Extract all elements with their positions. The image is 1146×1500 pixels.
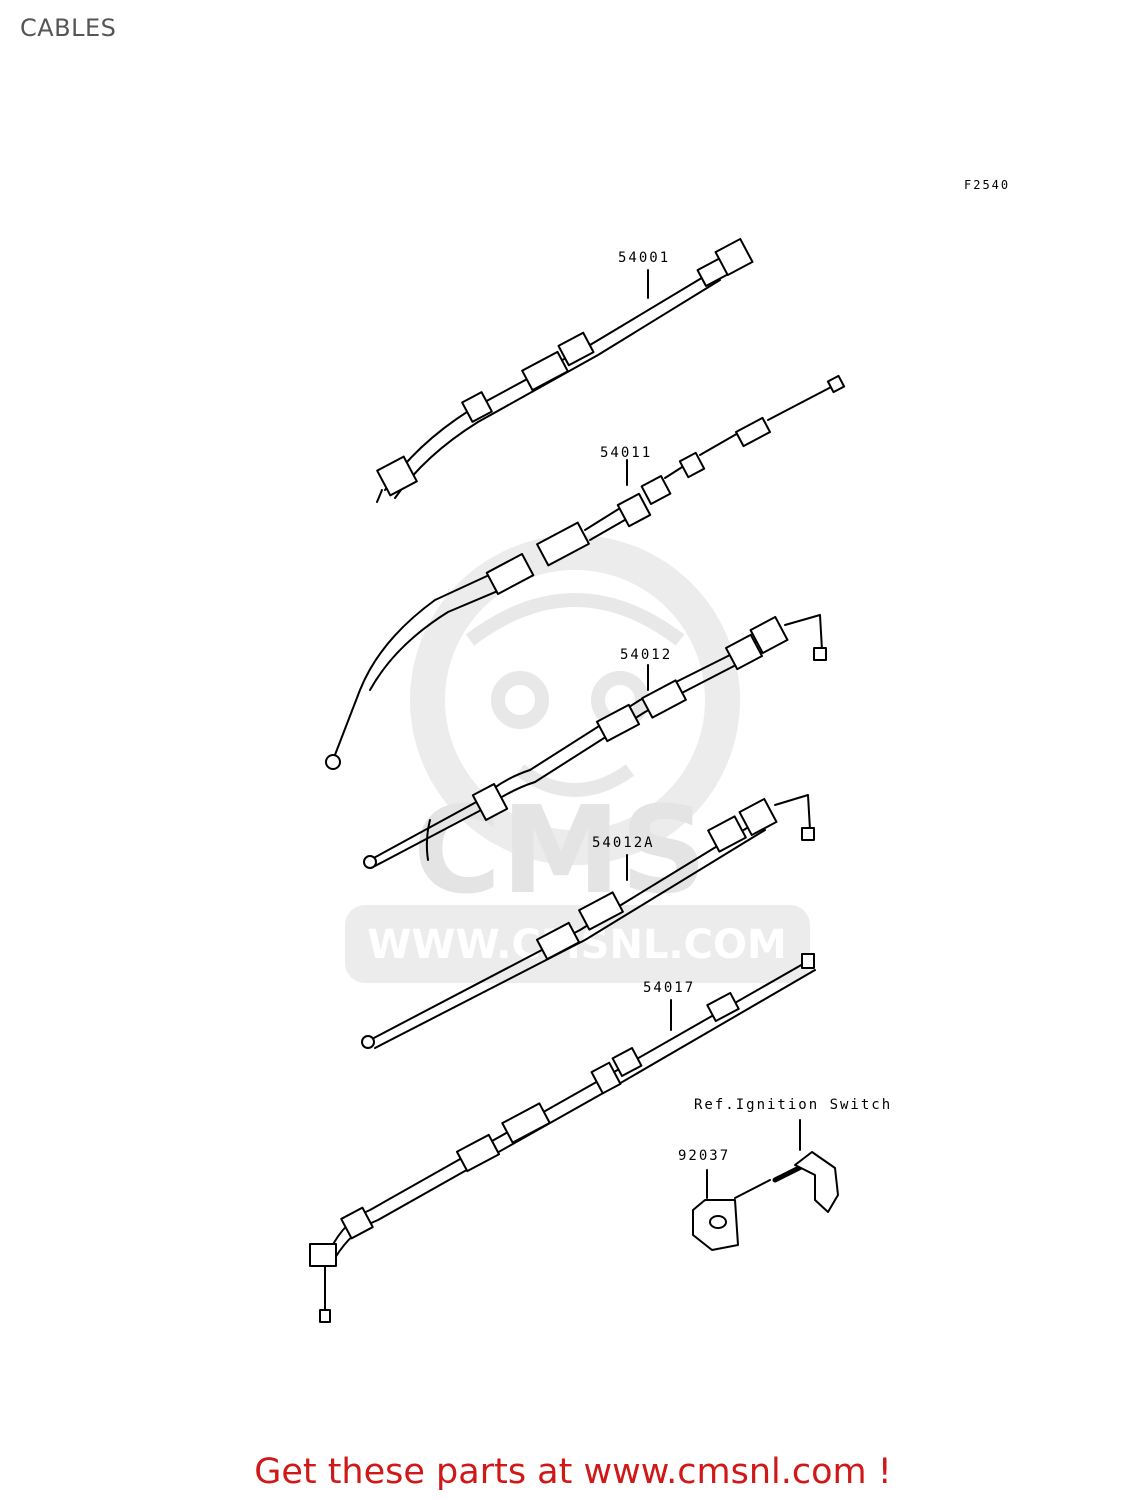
clamp-92037 xyxy=(692,1119,839,1251)
promo-link[interactable]: Get these parts at www.cmsnl.com ! xyxy=(254,1452,892,1492)
cable-54012A xyxy=(361,794,815,1049)
cable-54011 xyxy=(325,374,846,770)
part-label-54012A[interactable]: 54012A xyxy=(592,835,655,851)
part-label-54012[interactable]: 54012 xyxy=(620,647,673,663)
page-title: CABLES xyxy=(20,14,117,42)
cable-54012 xyxy=(363,614,827,869)
watermark-logo-text: CMS xyxy=(413,782,707,921)
reference-note: Ref.Ignition Switch xyxy=(694,1097,893,1113)
figure-code: F2540 xyxy=(964,178,1011,192)
cable-54001 xyxy=(376,237,754,503)
part-label-92037[interactable]: 92037 xyxy=(678,1148,731,1164)
part-label-54011[interactable]: 54011 xyxy=(600,445,653,461)
part-label-54017[interactable]: 54017 xyxy=(643,980,696,996)
cable-54017 xyxy=(309,953,816,1323)
part-label-54001[interactable]: 54001 xyxy=(618,250,671,266)
